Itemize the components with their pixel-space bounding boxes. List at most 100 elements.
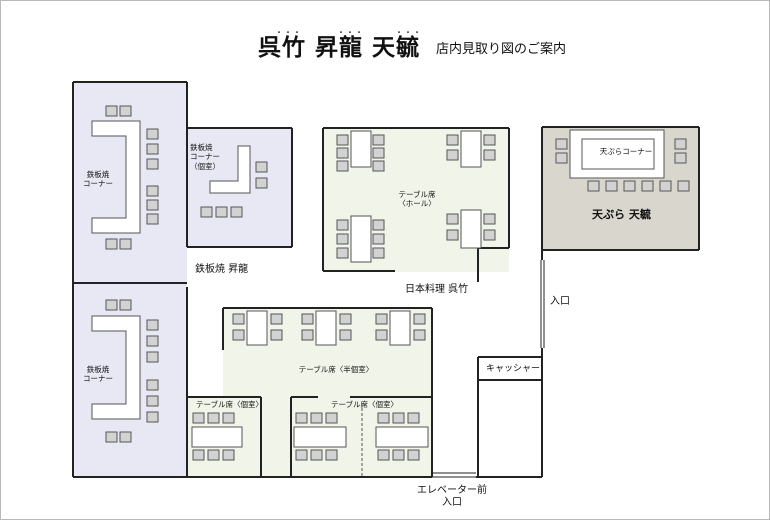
seat — [372, 219, 385, 231]
seat — [623, 180, 636, 192]
seat — [325, 449, 338, 461]
seat — [310, 449, 323, 461]
seat — [146, 158, 159, 170]
table — [246, 310, 268, 346]
seat — [674, 138, 687, 150]
table-hall-label: テーブル席 〈ホール〉 — [398, 190, 436, 209]
seat — [146, 351, 159, 363]
seat — [641, 180, 654, 192]
seat — [215, 206, 228, 218]
seat — [230, 206, 243, 218]
seat — [336, 147, 349, 159]
seat — [446, 229, 459, 241]
seat — [446, 149, 459, 161]
seat — [555, 152, 568, 164]
seat — [325, 412, 338, 424]
private-left-label: テーブル席〈個室〉 — [196, 400, 264, 409]
private-right-label: テーブル席〈個室〉 — [331, 400, 399, 409]
furniture — [91, 105, 690, 461]
seat — [146, 213, 159, 225]
seat — [146, 379, 159, 391]
seat — [372, 233, 385, 245]
seat — [295, 449, 308, 461]
seat — [372, 247, 385, 259]
table — [350, 215, 372, 263]
entrance-right-label: 入口 — [550, 296, 570, 307]
table — [460, 130, 482, 168]
seat — [146, 395, 159, 407]
seat — [200, 206, 213, 218]
title-emphasis-dots: ・・・ — [395, 28, 422, 37]
table — [293, 426, 347, 448]
title-brand: 呉竹 昇龍 天毓 — [258, 34, 421, 61]
table — [191, 426, 243, 448]
seat — [270, 313, 283, 325]
table — [375, 426, 429, 448]
seat — [336, 160, 349, 172]
seat — [146, 319, 159, 331]
seat — [255, 161, 268, 173]
seat — [659, 180, 672, 192]
seat — [336, 247, 349, 259]
seat — [207, 449, 220, 461]
seat — [207, 412, 220, 424]
teppan-corner-upper-label: 鉄板焼 コーナー — [83, 170, 113, 189]
table — [460, 209, 482, 249]
seat — [310, 412, 323, 424]
seat — [119, 238, 132, 250]
seat — [336, 134, 349, 146]
seat — [677, 180, 690, 192]
seat — [392, 449, 405, 461]
seat — [605, 180, 618, 192]
semi-private-label: テーブル席〈半個室〉 — [298, 365, 374, 374]
seat — [146, 335, 159, 347]
seat — [232, 329, 245, 341]
seat — [375, 313, 388, 325]
seat — [446, 213, 459, 225]
table — [389, 310, 411, 346]
seat — [392, 412, 405, 424]
seat — [407, 449, 420, 461]
seat — [413, 329, 426, 341]
seat — [372, 134, 385, 146]
entrance-elevator-label: エレベーター前 入口 — [417, 485, 487, 508]
seat — [339, 329, 352, 341]
table — [315, 310, 337, 346]
seat — [377, 412, 390, 424]
seat — [119, 299, 132, 311]
seat — [105, 431, 118, 443]
seat — [222, 449, 235, 461]
teppan-private-label: 鉄板焼 コーナー （個室） — [190, 143, 220, 171]
seat — [555, 138, 568, 150]
seat — [146, 185, 159, 197]
seat — [119, 431, 132, 443]
seat — [146, 199, 159, 211]
seat — [483, 134, 496, 146]
restaurant-tenyu-label: 天ぷら 天毓 — [592, 208, 651, 221]
seat — [270, 329, 283, 341]
seat — [336, 219, 349, 231]
seat — [375, 329, 388, 341]
tempura-corner-label: 天ぷらコーナー — [599, 147, 653, 156]
seat — [446, 134, 459, 146]
seat — [372, 147, 385, 159]
seat — [336, 233, 349, 245]
seat — [255, 177, 268, 189]
table — [581, 138, 655, 170]
seat — [192, 449, 205, 461]
teppan-counter — [209, 145, 251, 194]
teppan-counter — [91, 315, 141, 420]
seat — [587, 180, 600, 192]
title-emphasis-dots: ・・・ — [275, 28, 302, 37]
seat — [339, 313, 352, 325]
seat — [295, 412, 308, 424]
cashier-label: キャッシャー — [486, 364, 541, 374]
seat — [674, 152, 687, 164]
seat — [413, 313, 426, 325]
seat — [146, 411, 159, 423]
title-emphasis-dots: ・・・ — [337, 28, 364, 37]
seat — [372, 160, 385, 172]
seat — [146, 128, 159, 140]
